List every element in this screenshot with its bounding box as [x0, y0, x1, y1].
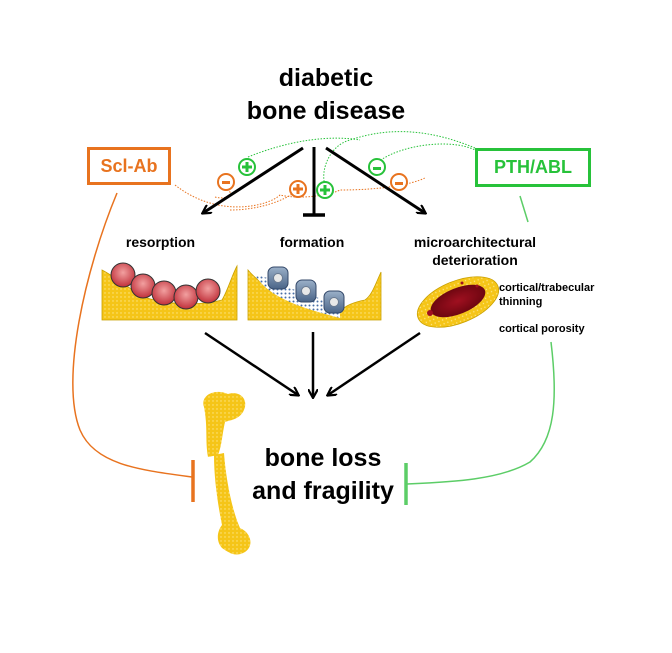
- marker-scl-resorption-minus: [217, 173, 235, 191]
- pth-abl-influence-curve: [323, 131, 476, 186]
- pth-abl-to-micro-curve: [377, 143, 476, 163]
- pth-abl-inhibition-line: [519, 195, 529, 223]
- bone-cross-section-illustration: [416, 276, 500, 328]
- porosity-detail-label: cortical porosity: [499, 323, 585, 335]
- osteoclast-cells: [110, 262, 221, 310]
- resorption-illustration: [101, 262, 238, 321]
- marker-pth-micro-minus: [368, 158, 386, 176]
- formation-label: formation: [279, 234, 345, 250]
- marker-pth-resorption-plus: [238, 158, 256, 176]
- microarchitectural-deterioration-label: microarchitectural deterioration: [413, 234, 537, 268]
- fractured-femur-icon: [203, 391, 251, 555]
- pth-abl-to-resorption-curve: [247, 137, 361, 158]
- pth-abl-inhibition-line-lower: [406, 341, 555, 485]
- marker-scl-micro-minus: [390, 173, 408, 191]
- diagram-title: diabetic bone disease: [246, 64, 406, 125]
- resorption-label: resorption: [125, 234, 196, 250]
- thinning-detail-label: cortical/trabecular thinning: [499, 282, 595, 308]
- effect-markers: [217, 158, 408, 199]
- arrow-micro-to-outcome: [328, 331, 421, 395]
- osteoblast-cells: [267, 266, 345, 314]
- outcome-label: bone loss and fragility: [252, 444, 394, 505]
- arrow-disease-to-micro: [325, 146, 425, 213]
- marker-pth-formation-plus: [316, 181, 334, 199]
- scl-ab-inhibition-line: [72, 192, 193, 478]
- pth-abl-therapy-box: PTH/ABL: [475, 148, 591, 187]
- scl-ab-therapy-box: Scl-Ab: [87, 147, 171, 185]
- formation-illustration: [247, 266, 382, 321]
- arrow-disease-to-resorption: [203, 146, 304, 213]
- marker-scl-formation-plus: [289, 180, 307, 198]
- arrow-resorption-to-outcome: [204, 331, 298, 395]
